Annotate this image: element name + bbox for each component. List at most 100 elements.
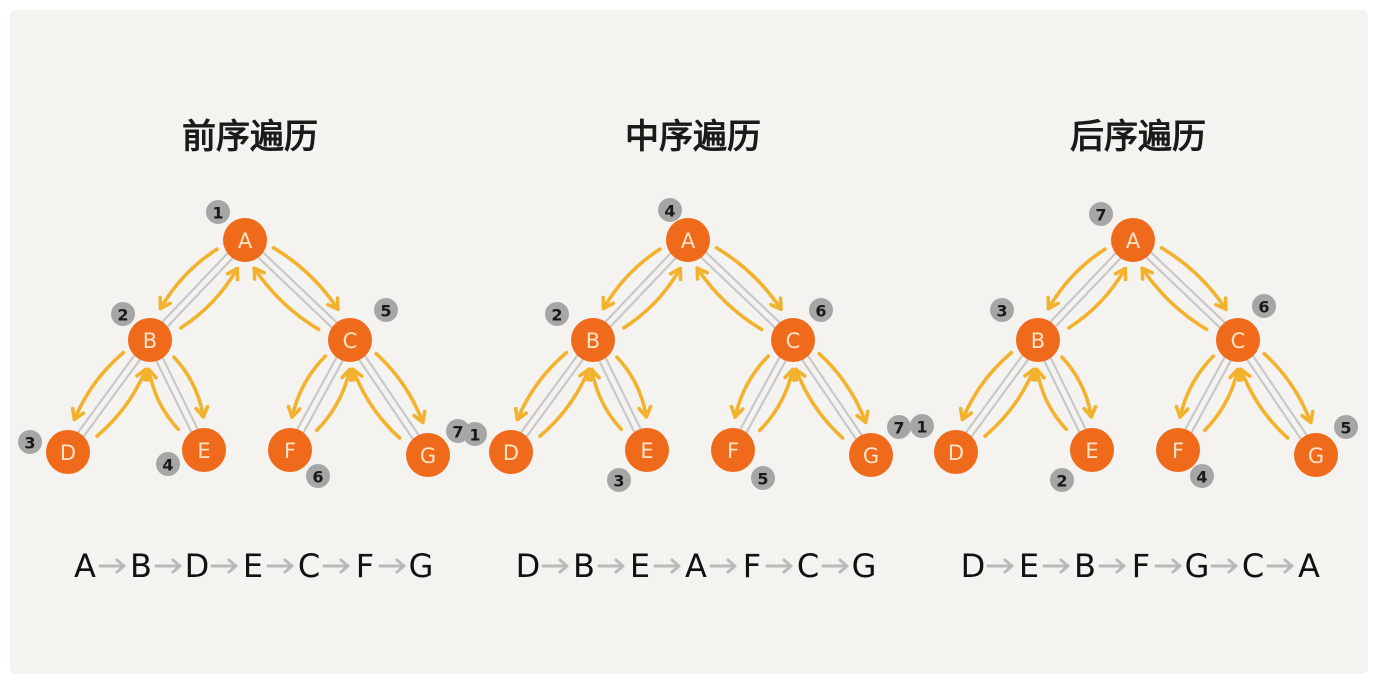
inorder-order-badge-C <box>809 298 833 322</box>
preorder-order-badge-D-text: 3 <box>24 434 35 453</box>
preorder-order-badge-D <box>18 430 42 454</box>
inorder-arrowhead-C-to-G <box>855 409 870 425</box>
preorder-edge-A-B-1 <box>146 236 244 339</box>
postorder-arrowhead-A-to-B <box>1046 295 1060 311</box>
preorder-arrowhead-C-to-F <box>286 404 302 419</box>
postorder-order-badge-A <box>1089 202 1113 226</box>
preorder-node-G-label: G <box>420 444 436 468</box>
inorder-arrow-C-to-F <box>733 354 771 419</box>
inorder-order-badge-B <box>545 302 569 326</box>
inorder-order-badge-G-text: 7 <box>893 419 904 438</box>
postorder-edge-B-D-0 <box>957 340 1042 456</box>
inorder-sequence-arrow-2 <box>653 558 681 574</box>
postorder-sequence-letter-3: F <box>1132 547 1150 585</box>
inorder-arrowhead-G-to-C <box>792 367 807 382</box>
inorder-node-F <box>711 428 755 472</box>
preorder-sequence-arrow-2 <box>210 558 238 574</box>
preorder-order-badge-C <box>374 298 398 322</box>
inorder-arrowhead-A-to-B <box>601 295 615 311</box>
preorder-arrow-B-to-E <box>172 355 206 419</box>
postorder-arrowhead-A-to-C <box>1214 296 1228 311</box>
preorder-sequence-letter-6: G <box>409 547 434 585</box>
inorder-edge-B-D-1 <box>507 336 592 452</box>
inorder-node-G-label: G <box>863 444 879 468</box>
preorder-node-F-label: F <box>284 439 296 463</box>
postorder-node-C <box>1216 318 1260 362</box>
preorder-sequence-letter-1: B <box>130 547 152 585</box>
inorder-sequence-arrow-0 <box>541 558 569 574</box>
inorder-sequence-arrow-5 <box>821 558 849 574</box>
inorder-order-badge-G <box>887 415 911 439</box>
preorder-node-D <box>46 430 90 474</box>
inorder-edge-A-C-0 <box>689 236 797 339</box>
postorder-sequence-letter-6: A <box>1298 547 1320 585</box>
preorder-node-D-label: D <box>60 441 76 465</box>
inorder-sequence-arrow-3 <box>709 558 737 574</box>
preorder-arrow-B-to-D <box>72 350 126 422</box>
preorder-sequence-letter-5: F <box>356 547 374 585</box>
postorder-arrow-B-to-A <box>1067 266 1127 330</box>
postorder-order-badge-A-text: 7 <box>1095 206 1106 225</box>
postorder-sequence-arrow-3 <box>1154 558 1182 574</box>
inorder-arrow-A-to-B <box>601 247 662 311</box>
postorder-node-G-label: G <box>1308 444 1324 468</box>
inorder-edge-A-B-0 <box>594 241 692 344</box>
preorder-title: 前序遍历 <box>182 117 318 157</box>
postorder-node-D <box>934 430 978 474</box>
preorder-sequence-arrow-3 <box>266 558 294 574</box>
postorder-arrowhead-E-to-B <box>1031 367 1046 382</box>
preorder-arrowhead-B-to-D <box>70 406 86 422</box>
inorder-arrow-B-to-D <box>515 350 569 422</box>
inorder-sequence-letter-3: A <box>685 547 707 585</box>
postorder-title: 后序遍历 <box>1070 117 1206 157</box>
inorder-arrow-B-to-E <box>615 355 649 419</box>
preorder-sequence-arrow-5 <box>378 558 406 574</box>
preorder-arrowhead-A-to-B <box>158 295 172 311</box>
postorder-edge-A-C-0 <box>1134 236 1242 339</box>
preorder-node-A-label: A <box>238 229 253 253</box>
postorder-order-badge-F <box>1190 464 1214 488</box>
postorder-edge-A-B-1 <box>1034 236 1132 339</box>
postorder-sequence-arrow-2 <box>1098 558 1126 574</box>
postorder-sequence-arrow-5 <box>1266 558 1294 574</box>
preorder-sequence-letter-4: C <box>298 547 320 585</box>
postorder-arrowhead-B-to-D <box>958 406 974 422</box>
preorder-arrow-B-to-A <box>179 266 239 330</box>
postorder-order-badge-E-text: 2 <box>1056 472 1067 491</box>
preorder-node-B-label: B <box>143 329 157 353</box>
postorder-arrow-A-to-B <box>1046 247 1107 311</box>
preorder-sequence-arrow-1 <box>154 558 182 574</box>
preorder-edge-A-C-1 <box>241 241 349 344</box>
postorder-sequence-arrow-1 <box>1042 558 1070 574</box>
inorder-node-F-label: F <box>727 439 739 463</box>
inorder-arrow-G-to-C <box>794 367 845 440</box>
preorder-arrow-A-to-C <box>271 246 340 311</box>
inorder-order-badge-F <box>751 466 775 490</box>
preorder-arrow-E-to-B <box>147 367 180 431</box>
postorder-edge-B-D-1 <box>952 336 1037 452</box>
preorder-order-badge-E-text: 4 <box>162 456 173 475</box>
preorder-node-F <box>268 428 312 472</box>
inorder-edge-C-G-0 <box>794 336 875 455</box>
preorder-arrowhead-B-to-A <box>225 266 240 282</box>
postorder-order-badge-B-text: 3 <box>996 302 1007 321</box>
postorder-order-badge-G-text: 5 <box>1340 419 1351 438</box>
postorder-node-G <box>1294 433 1338 477</box>
postorder-node-F-label: F <box>1172 439 1184 463</box>
postorder-order-badge-E <box>1050 468 1074 492</box>
postorder-order-badge-B <box>990 298 1014 322</box>
postorder-order-badge-C-text: 6 <box>1258 298 1269 317</box>
preorder-edge-B-D-1 <box>64 336 149 452</box>
postorder-arrowhead-B-to-E <box>1082 404 1098 419</box>
inorder-order-badge-C-text: 6 <box>815 302 826 321</box>
postorder-sequence-letter-4: G <box>1185 547 1210 585</box>
postorder-node-E <box>1070 428 1114 472</box>
postorder-sequence-arrow-0 <box>986 558 1014 574</box>
inorder-sequence-letter-1: B <box>573 547 595 585</box>
preorder-node-G <box>406 433 450 477</box>
preorder-node-A <box>223 218 267 262</box>
inorder-arrow-C-to-A <box>695 266 764 332</box>
preorder-order-badge-C-text: 5 <box>380 302 391 321</box>
